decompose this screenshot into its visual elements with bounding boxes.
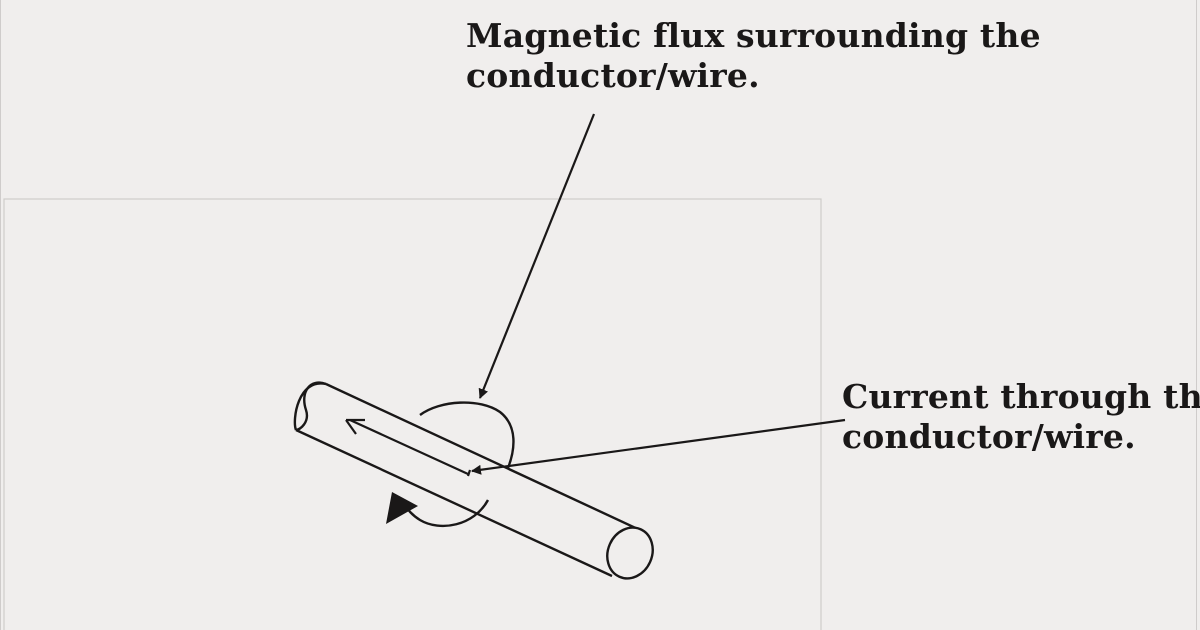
flux-annotation-line1: Magnetic flux surrounding the: [466, 16, 1041, 55]
current-pointer-line: [471, 418, 846, 475]
wire-edge-top: [325, 382, 641, 532]
wire-end-front: [606, 526, 654, 580]
flux-arrowhead: [386, 492, 418, 524]
flux-annotation-line2: conductor/wire.: [466, 56, 760, 95]
current-annotation: Current through the conductor/wire.: [842, 377, 1200, 457]
wire-body: [296, 384, 644, 575]
current-arrow: [345, 418, 472, 477]
current-annotation-line1: Current through the: [842, 377, 1200, 416]
figure-frame: [3, 198, 822, 630]
current-annotation-line2: conductor/wire.: [842, 417, 1136, 456]
wire-edge-bottom: [295, 428, 613, 578]
flux-pointer-line: [478, 113, 596, 399]
wire-end-back-cap: [293, 382, 327, 431]
flux-annotation: Magnetic flux surrounding the conductor/…: [466, 16, 1041, 96]
conductor-wire: [293, 381, 654, 580]
flux-loop-back: [419, 401, 515, 469]
